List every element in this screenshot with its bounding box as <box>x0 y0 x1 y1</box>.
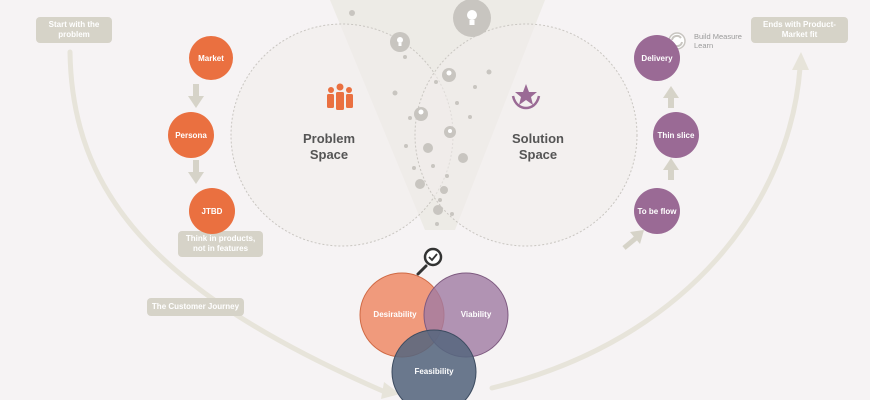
feasibility-circle <box>391 329 477 400</box>
customer-journey-label: The Customer Journey <box>147 298 244 316</box>
award-star-icon <box>511 84 541 110</box>
market-node: Market <box>189 36 233 80</box>
people-group-icon <box>327 83 353 110</box>
build-measure-learn-note: Build Measure Learn <box>694 32 742 50</box>
magnifier-check-icon <box>416 247 443 276</box>
jtbd-node: JTBD <box>189 188 235 234</box>
right-flow-arrows <box>622 86 679 250</box>
to-be-flow-node: To be flow <box>634 188 680 234</box>
solution-space-label: Solution Space <box>505 131 571 163</box>
left-journey-arc <box>67 49 388 395</box>
right-journey-arrowhead <box>792 52 809 70</box>
persona-node: Persona <box>168 112 214 158</box>
problem-space-label: Problem Space <box>296 131 362 163</box>
think-products-label: Think in products, not in features <box>178 231 263 257</box>
left-flow-arrows <box>188 84 204 184</box>
desirability-label: Desirability <box>373 310 417 319</box>
delivery-node: Delivery <box>634 35 680 81</box>
start-problem-label: Start with the problem <box>36 17 112 43</box>
solution-space-text: Solution Space <box>512 131 564 162</box>
viability-label: Viability <box>460 310 492 319</box>
problem-space-text: Problem Space <box>302 131 355 162</box>
solution-space-circle <box>414 23 638 247</box>
left-journey-arrowhead <box>381 382 400 399</box>
feasibility-label: Feasibility <box>414 367 454 376</box>
end-market-fit-label: Ends with Product-Market fit <box>751 17 848 43</box>
right-journey-arc <box>489 65 803 391</box>
lightbulb-icon <box>397 0 491 133</box>
thin-slice-node: Thin slice <box>653 112 699 158</box>
